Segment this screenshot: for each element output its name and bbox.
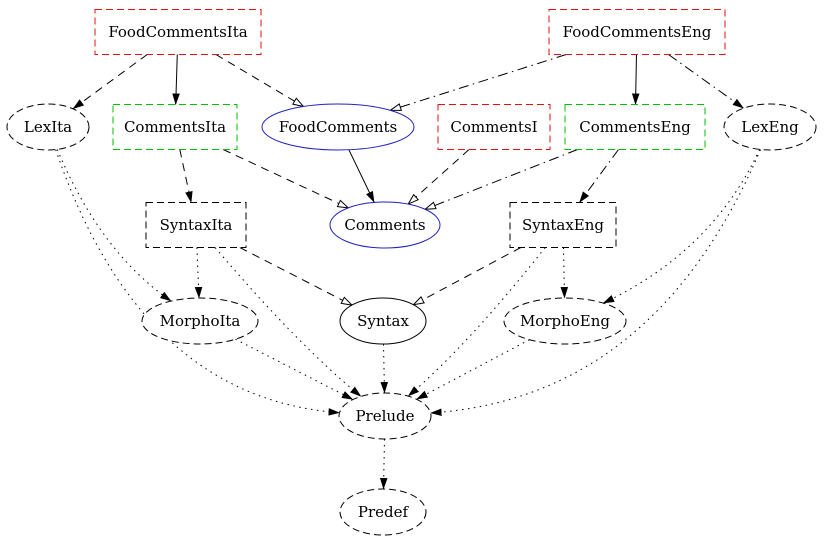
node-morphoita: MorphoIta (141, 297, 259, 345)
node-foodcommentseng: FoodCommentsEng (548, 9, 726, 55)
edge-foodcommentseng-to-foodcomments (388, 54, 567, 111)
node-lexita: LexIta (6, 103, 90, 151)
edge-morphoeng-to-prelude (416, 339, 530, 400)
edge-foodcommentseng-to-commentseng (631, 54, 640, 105)
edge-prelude-to-predef (379, 438, 388, 490)
edge-lexita-to-prelude (55, 149, 340, 416)
node-foodcommentsita: FoodCommentsIta (94, 9, 262, 55)
node-prelude: Prelude (338, 392, 432, 440)
morphoita-shape (141, 297, 259, 345)
edge-syntaxita-to-morphoita (194, 247, 203, 299)
commentseng-label: CommentsEng (579, 118, 691, 136)
syntax-label: Syntax (357, 312, 409, 330)
node-foodcomments: FoodComments (261, 103, 415, 151)
node-predef: Predef (339, 488, 427, 536)
edge-foodcommentsita-to-foodcomments (215, 54, 305, 108)
lexeng-label: LexEng (741, 118, 799, 136)
node-lexeng: LexEng (723, 103, 817, 151)
foodcommentsita-shape (94, 9, 262, 55)
edge-commentsita-to-comments (222, 149, 350, 209)
foodcommentseng-label: FoodCommentsEng (563, 23, 712, 41)
edge-syntaxeng-to-morphoeng (560, 247, 569, 299)
syntaxeng-shape (509, 202, 617, 248)
edge-commentseng-to-comments (423, 149, 578, 210)
syntax-shape (339, 297, 427, 345)
edge-lexeng-to-prelude (430, 149, 761, 417)
edge-morphoita-to-prelude (235, 338, 354, 400)
morphoita-label: MorphoIta (160, 312, 241, 330)
predef-shape (339, 488, 427, 536)
lexeng-shape (723, 103, 817, 151)
comments-shape (329, 201, 441, 249)
predef-label: Predef (358, 503, 410, 521)
foodcomments-label: FoodComments (279, 118, 397, 136)
prelude-label: Prelude (355, 407, 414, 425)
edge-syntaxita-to-prelude (214, 247, 362, 397)
commentseng-shape (564, 104, 706, 150)
node-comments: Comments (329, 201, 441, 249)
edge-lexeng-to-morphoeng (602, 149, 761, 304)
foodcommentsita-label: FoodCommentsIta (108, 23, 247, 41)
edge-foodcomments-to-comments (348, 149, 375, 203)
edge-foodcommentseng-to-lexeng (668, 54, 745, 109)
morphoeng-shape (503, 297, 627, 345)
edges-layer (55, 54, 761, 490)
commentsita-label: CommentsIta (124, 118, 226, 136)
lexita-label: LexIta (24, 118, 72, 136)
node-syntaxeng: SyntaxEng (509, 202, 617, 248)
comments-label: Comments (344, 216, 425, 234)
morphoeng-label: MorphoEng (520, 312, 610, 330)
edge-lexita-to-morphoita (56, 149, 172, 302)
node-commentsita: CommentsIta (112, 104, 238, 150)
node-syntax: Syntax (339, 297, 427, 345)
prelude-shape (338, 392, 432, 440)
commentsita-shape (112, 104, 238, 150)
node-syntaxita: SyntaxIta (145, 202, 247, 248)
syntaxita-label: SyntaxIta (160, 216, 233, 234)
edge-foodcommentsita-to-commentsita (172, 54, 180, 105)
node-commentseng: CommentsEng (564, 104, 706, 150)
foodcommentseng-shape (548, 9, 726, 55)
edge-syntaxeng-to-syntax (411, 247, 522, 306)
edge-commentseng-to-syntaxeng (579, 149, 619, 203)
edge-commentsita-to-syntaxita (179, 149, 193, 203)
node-commentsi: CommentsI (437, 104, 551, 150)
syntaxita-shape (145, 202, 247, 248)
syntaxeng-label: SyntaxEng (522, 216, 604, 234)
lexita-shape (6, 103, 90, 151)
node-morphoeng: MorphoEng (503, 297, 627, 345)
edge-foodcommentsita-to-lexita (72, 54, 148, 110)
commentsi-label: CommentsI (450, 118, 537, 136)
foodcomments-shape (261, 103, 415, 151)
commentsi-shape (437, 104, 551, 150)
edge-syntax-to-prelude (380, 343, 389, 394)
edge-syntaxita-to-syntax (239, 247, 354, 306)
